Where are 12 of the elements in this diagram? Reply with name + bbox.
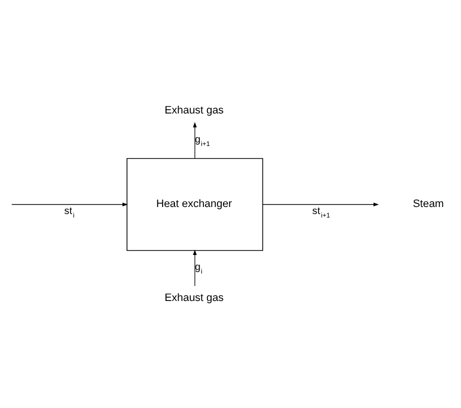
edge-label: g$_{i}$	[194, 262, 202, 276]
node-box: Heat exchanger	[126, 158, 264, 250]
label: Steam	[412, 198, 444, 210]
node-text: Exhaust gas	[164, 104, 224, 116]
arrow	[11, 202, 128, 206]
node-text: Exhaust gas	[164, 291, 224, 304]
edge-label: st$_{i+1}$	[312, 205, 330, 219]
edge-label: st$_{i}$	[64, 205, 75, 219]
arrow	[192, 122, 197, 158]
edge-label: g$_{i+1}$	[194, 134, 210, 148]
arrow	[262, 202, 379, 206]
arrow	[192, 249, 197, 286]
